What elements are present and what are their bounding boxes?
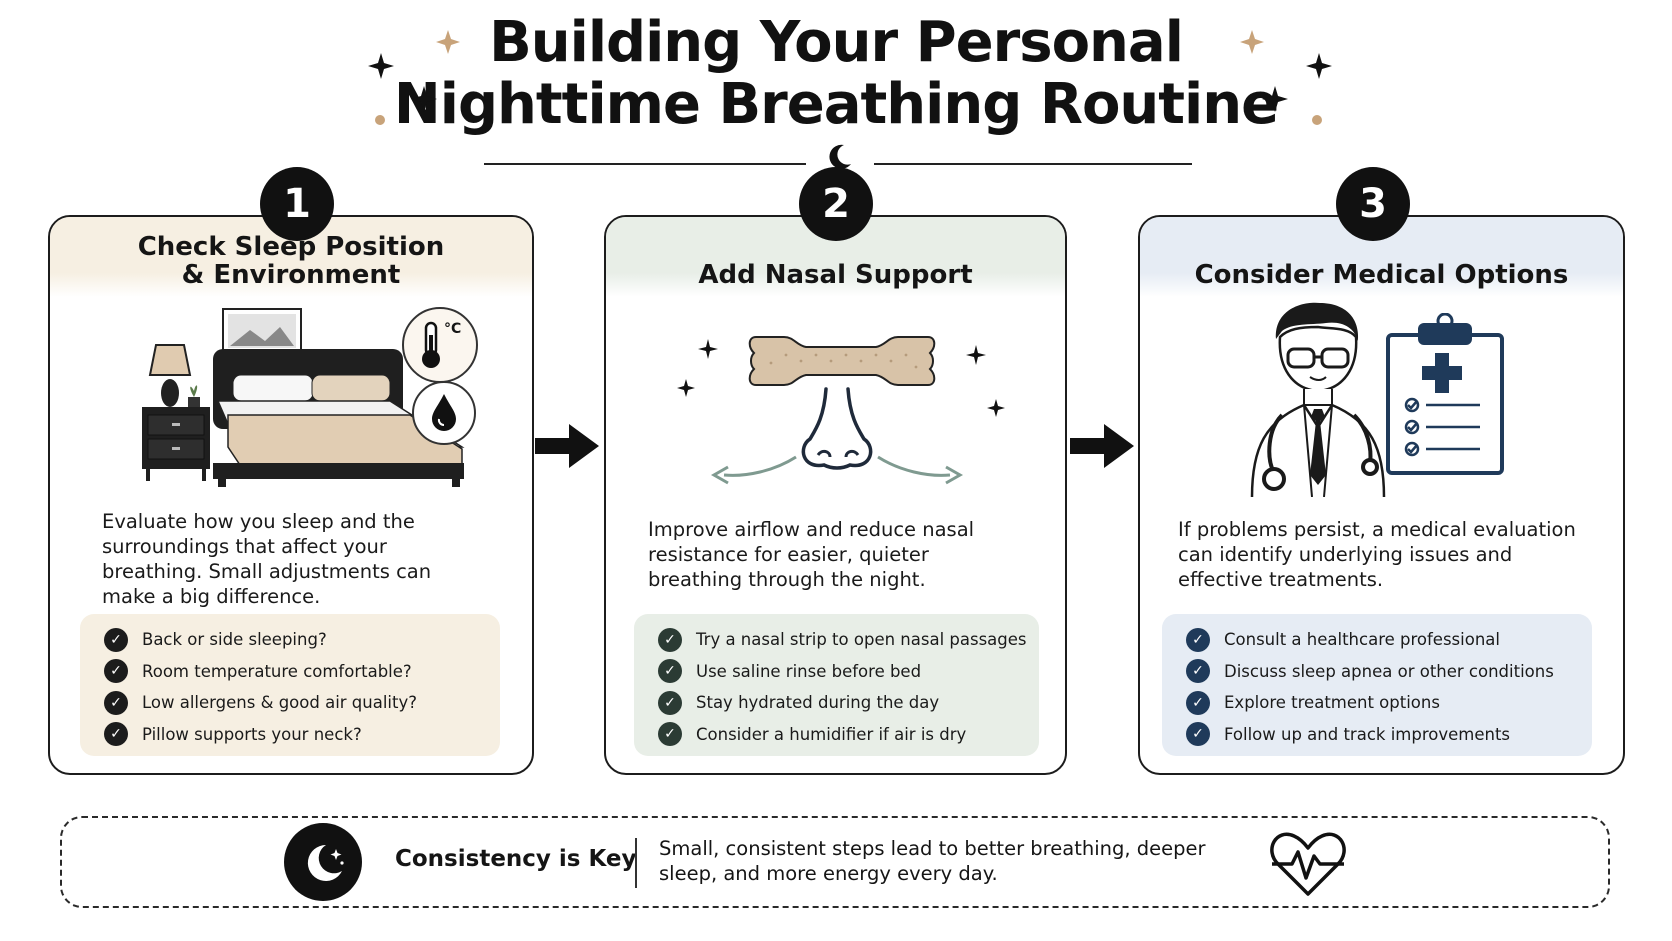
check-icon: ✓ (658, 659, 682, 684)
page-title-line-2: Nighttime Breathing Routine (393, 72, 1279, 137)
airflow-arrow-icon (723, 455, 797, 477)
moon-icon (829, 144, 851, 169)
check-icon: ✓ (658, 690, 682, 715)
list-item: ✓Consider a humidifier if air is dry (634, 719, 1039, 751)
arrow-right-icon (1070, 424, 1134, 468)
sparkle-dot-icon (375, 115, 385, 125)
footer-text: Small, consistent steps lead to better b… (659, 837, 1206, 885)
list-item: ✓Pillow supports your neck? (80, 719, 500, 751)
check-icon: ✓ (1186, 659, 1210, 684)
step-3-badge: 3 (1336, 167, 1410, 241)
check-icon: ✓ (104, 722, 128, 747)
clipboard-icon (1386, 313, 1504, 475)
sparkle-dot-icon (1312, 115, 1322, 125)
list-item: ✓Explore treatment options (1162, 687, 1592, 719)
moon-icon (284, 823, 362, 901)
list-item: ✓Follow up and track improvements (1162, 719, 1592, 751)
footer-divider (635, 838, 637, 888)
title-divider-right (874, 163, 1192, 165)
sparkle-icon (987, 399, 1005, 417)
doctor-icon (1250, 302, 1386, 497)
title-divider-left (484, 163, 806, 165)
list-item: ✓Room temperature comfortable? (80, 656, 500, 688)
step-1-heading: Check Sleep Position & Environment (50, 217, 532, 297)
sparkle-icon (698, 339, 718, 359)
page-title-line-1: Building Your Personal (489, 10, 1184, 75)
title-sparkles (368, 30, 1332, 125)
list-item: ✓Try a nasal strip to open nasal passage… (634, 624, 1039, 656)
step-2-heading-line-1: Add Nasal Support (698, 260, 973, 290)
sparkle-icon (411, 86, 437, 112)
check-icon: ✓ (104, 627, 128, 652)
sparkle-icon (1262, 86, 1288, 112)
footer-title: Consistency is Key (395, 846, 637, 872)
check-icon: ✓ (104, 659, 128, 684)
list-item: ✓Back or side sleeping? (80, 624, 500, 656)
footer-banner: Consistency is Key Small, consistent ste… (60, 816, 1610, 908)
step-3-heading-line-1: Consider Medical Options (1194, 260, 1569, 290)
step-1-description: Evaluate how you sleep and the surroundi… (102, 510, 432, 608)
list-item: ✓Use saline rinse before bed (634, 656, 1039, 688)
check-icon: ✓ (658, 722, 682, 747)
sparkle-icon (677, 379, 695, 397)
sparkle-icon (368, 53, 394, 79)
nasal-strip-illustration (677, 336, 1005, 485)
step-2-description: Improve airflow and reduce nasal resista… (648, 518, 975, 591)
list-item: ✓Consult a healthcare professional (1162, 624, 1592, 656)
nasal-strip-icon (748, 336, 936, 386)
check-icon: ✓ (1186, 627, 1210, 652)
temperature-unit-label: °C (444, 321, 462, 337)
step-3-checklist: ✓Consult a healthcare professional ✓Disc… (1162, 614, 1592, 756)
sparkle-icon (436, 30, 460, 54)
bed-icon (142, 308, 465, 487)
droplet-icon (412, 381, 476, 445)
step-1-checklist: ✓Back or side sleeping? ✓Room temperatur… (80, 614, 500, 756)
list-item: ✓Low allergens & good air quality? (80, 687, 500, 719)
step-1-badge: 1 (260, 167, 334, 241)
list-item: ✓Stay hydrated during the day (634, 687, 1039, 719)
sparkle-icon (1240, 30, 1264, 54)
list-item: ✓Discuss sleep apnea or other conditions (1162, 656, 1592, 688)
step-3-description: If problems persist, a medical evaluatio… (1178, 518, 1576, 591)
step-1-heading-line-2: & Environment (181, 260, 401, 290)
check-icon: ✓ (1186, 722, 1210, 747)
sparkle-icon (1306, 53, 1332, 79)
nose-icon (801, 387, 873, 470)
check-icon: ✓ (104, 690, 128, 715)
check-icon: ✓ (658, 627, 682, 652)
sparkle-icon (966, 345, 986, 365)
step-card-1: Check Sleep Position & Environment (48, 215, 534, 775)
page-title: Building Your Personal Nighttime Breathi… (0, 12, 1672, 136)
thermometer-icon: °C (402, 307, 478, 383)
step-card-3: Consider Medical Options (1138, 215, 1625, 775)
arrow-right-icon (535, 424, 599, 468)
step-2-checklist: ✓Try a nasal strip to open nasal passage… (634, 614, 1039, 756)
airflow-arrow-icon (877, 455, 951, 477)
step-card-2: Add Nasal Support Improve airflow and re… (604, 215, 1067, 775)
heart-pulse-icon (1270, 832, 1346, 896)
step-2-badge: 2 (799, 167, 873, 241)
check-icon: ✓ (1186, 690, 1210, 715)
